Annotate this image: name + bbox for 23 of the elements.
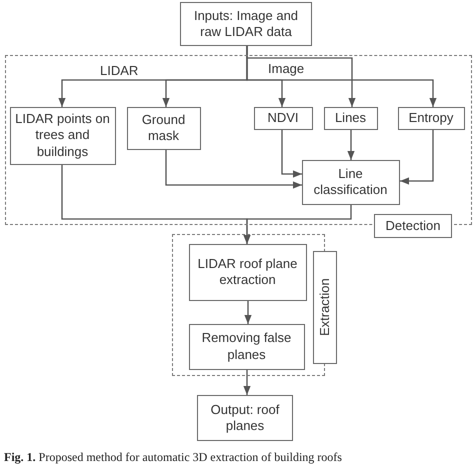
process-box: Removing false planes: [188, 324, 304, 370]
process-box: LIDAR roof plane extraction: [188, 244, 306, 300]
arrow: [243, 205, 352, 244]
group-label: Extraction: [313, 251, 337, 364]
text-label: LIDAR: [98, 64, 140, 77]
process-box: Entropy: [398, 106, 464, 130]
process-box: Ground mask: [126, 106, 200, 150]
arrow: [400, 130, 434, 185]
process-box: Lines: [324, 106, 378, 130]
arrow: [281, 130, 302, 178]
process-box: Line classification: [302, 160, 400, 204]
process-box: Output: roof planes: [197, 395, 293, 441]
process-box: Detection: [374, 214, 452, 238]
arrow: [244, 301, 252, 324]
arrow: [347, 130, 355, 160]
caption: Fig. 1. Proposed method for automatic 3D extraction of building roofs: [4, 449, 342, 466]
arrow: [243, 370, 251, 395]
arrow: [165, 150, 302, 189]
process-box: LIDAR points on trees and buildings: [10, 106, 116, 164]
process-box: Inputs: Image and raw LIDAR data: [180, 2, 312, 46]
text-label: Image: [266, 62, 306, 75]
arrow: [246, 46, 437, 107]
process-box: NDVI: [254, 106, 312, 130]
